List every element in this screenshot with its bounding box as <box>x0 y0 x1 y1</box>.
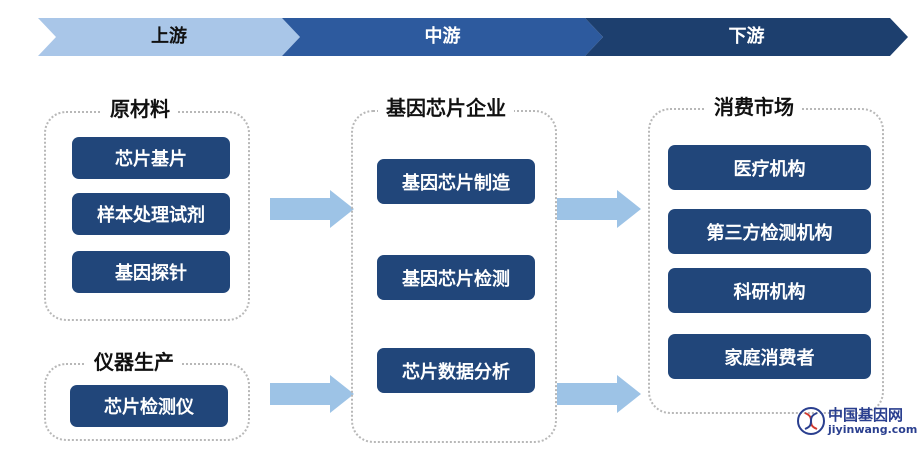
arrow-upper-left <box>270 190 354 228</box>
stage-upstream-chevron <box>38 18 300 56</box>
arrow-lower-left <box>270 375 354 413</box>
raw-item-sample-reagent: 样本处理试剂 <box>72 193 230 235</box>
enterprise-title: 基因芯片企业 <box>378 94 514 122</box>
stage-label-upstream: 上游 <box>151 26 187 47</box>
watermark-name: 中国基因网 <box>828 406 904 424</box>
stage-downstream-chevron <box>585 18 908 56</box>
enterprise-item-data-analysis: 芯片数据分析 <box>377 348 535 393</box>
market-item-third-party: 第三方检测机构 <box>668 209 871 254</box>
raw-materials-title: 原材料 <box>102 95 178 123</box>
watermark-url: jiyinwang.com <box>828 423 918 436</box>
instrument-title: 仪器生产 <box>86 348 182 376</box>
enterprise-item-detection: 基因芯片检测 <box>377 255 535 300</box>
stage-label-midstream: 中游 <box>424 26 461 47</box>
arrow-upper-right <box>557 190 641 228</box>
stage-chevron-bar <box>38 18 908 56</box>
raw-item-gene-probe: 基因探针 <box>72 251 230 293</box>
stage-midstream-chevron <box>282 18 603 56</box>
instrument-item-chip-detector: 芯片检测仪 <box>70 385 228 427</box>
market-item-family: 家庭消费者 <box>668 334 871 379</box>
raw-item-chip-substrate: 芯片基片 <box>72 137 230 179</box>
dna-logo-icon <box>797 407 825 435</box>
arrow-lower-right <box>557 375 641 413</box>
enterprise-item-manufacture: 基因芯片制造 <box>377 159 535 204</box>
market-item-medical: 医疗机构 <box>668 145 871 190</box>
market-item-research: 科研机构 <box>668 268 871 313</box>
market-title: 消费市场 <box>706 93 802 121</box>
stage-label-downstream: 下游 <box>728 26 765 47</box>
